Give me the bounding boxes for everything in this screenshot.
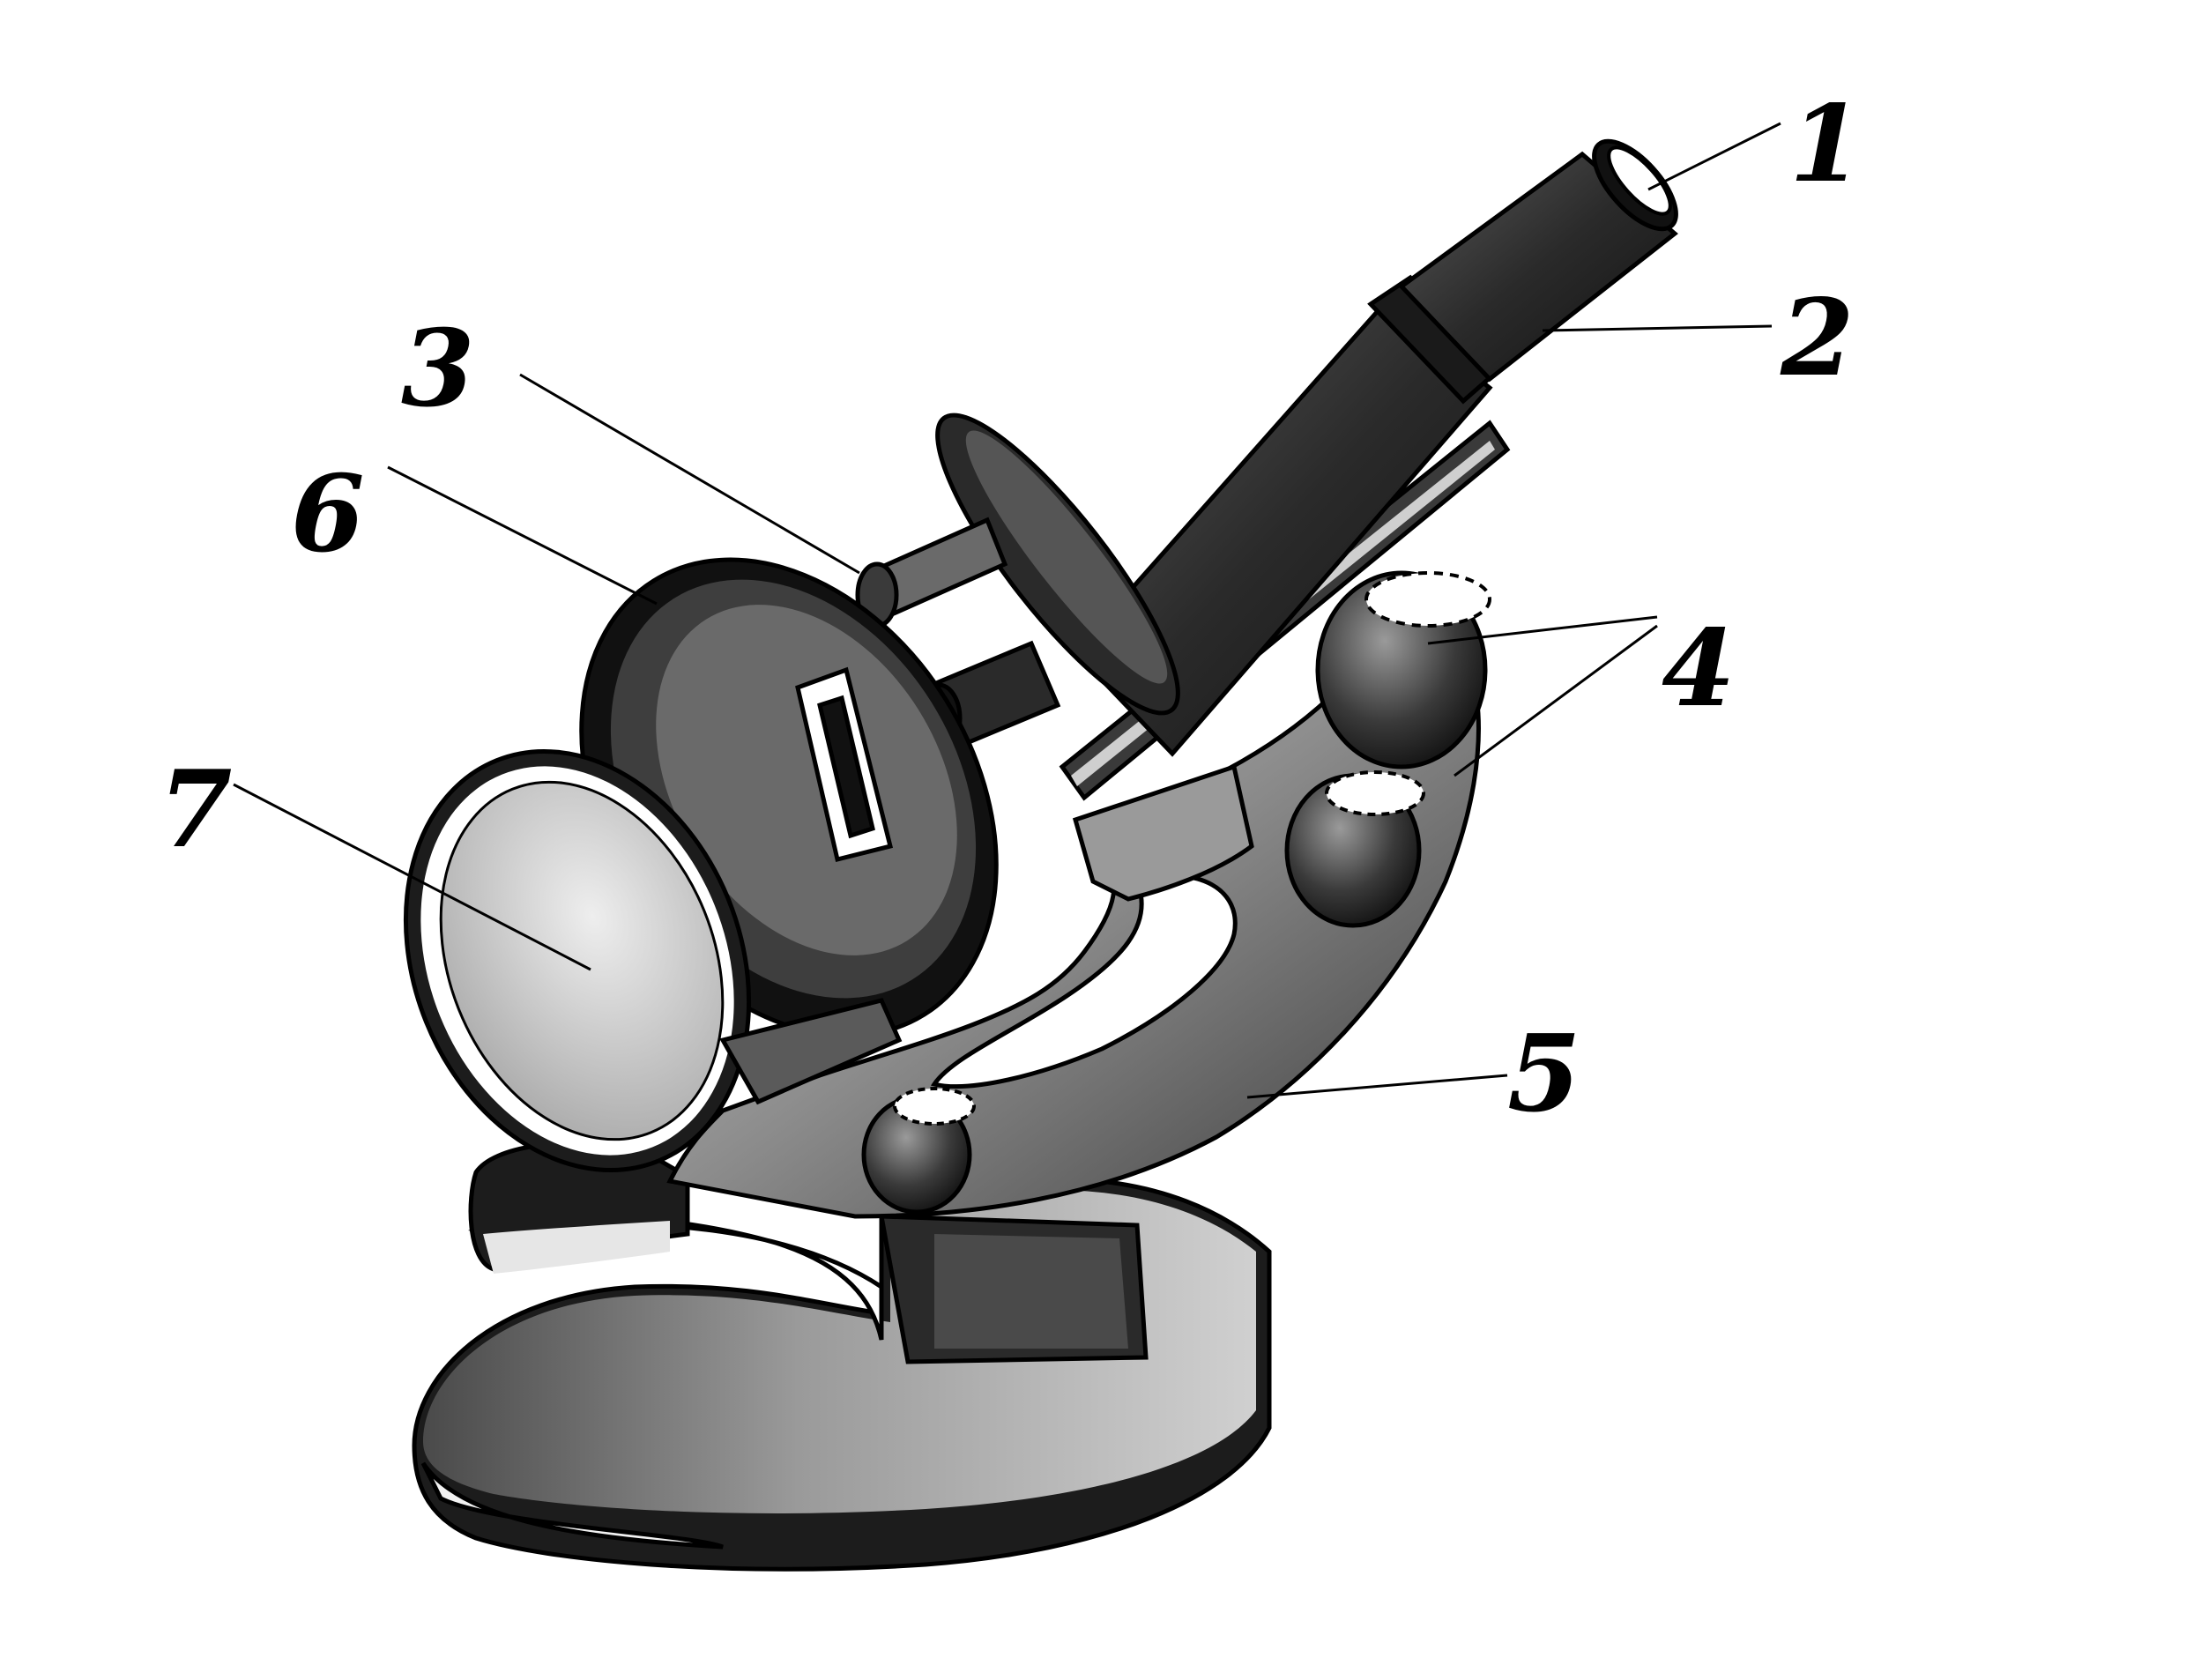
nosepiece: [935, 413, 1180, 716]
leader-line-5: [1246, 1074, 1508, 1099]
arm: [666, 635, 1481, 1219]
tube: [1072, 138, 1678, 757]
objective-upper: [855, 517, 1008, 628]
leader-line-2: [1542, 324, 1773, 332]
callout-3: 3: [401, 307, 475, 431]
callout-6: 6: [291, 452, 365, 576]
callout-2: 2: [1780, 276, 1855, 400]
knob-pivot: [861, 1087, 976, 1215]
leader-line-4a: [1427, 615, 1658, 645]
mirror: [403, 749, 903, 1172]
callout-5: 5: [1507, 1012, 1581, 1136]
callout-1: 1: [1789, 82, 1863, 206]
knob-lower: [1284, 770, 1425, 928]
leader-line-7: [233, 783, 591, 971]
leader-line-6: [387, 465, 658, 606]
leader-line-1: [1647, 122, 1781, 191]
callout-4: 4: [1662, 606, 1736, 731]
knob-upper: [1315, 570, 1491, 769]
leader-line-4b: [1454, 624, 1658, 777]
pillar: [878, 1214, 1149, 1364]
callout-7: 7: [159, 747, 233, 872]
leader-line-3: [519, 373, 860, 575]
